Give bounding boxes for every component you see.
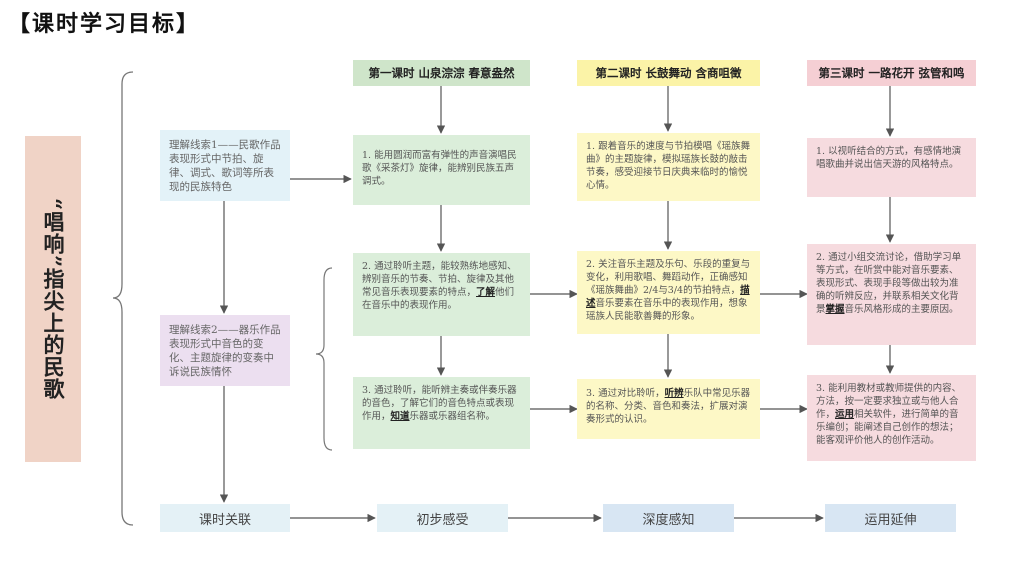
lesson3-header: 第三课时 一路花开 弦管和鸣 bbox=[807, 60, 976, 86]
lesson3-goal-3: 3. 能利用教材或教师提供的内容、方法，按一定要求独立或与他人合作，运用相关软件… bbox=[807, 375, 976, 461]
lesson2-header: 第二课时 长鼓舞动 含商咀徵 bbox=[577, 60, 760, 86]
lesson1-goal-3: 3. 通过聆听，能听辨主奏或伴奏乐器的音色，了解它们的音色特点或表现作用，知道乐… bbox=[353, 377, 530, 449]
goal-text: 2. 关注音乐主题及乐句、乐段的重复与变化，利用歌唱、舞蹈动作，正确感知《瑶族舞… bbox=[586, 259, 751, 296]
goal-text: 音乐要素在音乐中的表现作用，想象瑶族人民能歌善舞的形象。 bbox=[586, 298, 748, 322]
goal-text: 3. 能利用教材或教师提供的内容、方法，按一定要求独立或与他人合作， bbox=[816, 383, 962, 420]
stage-initial-feel: 初步感受 bbox=[377, 504, 508, 532]
inner-brace bbox=[315, 267, 333, 451]
goal-text: 2. 通过小组交流讨论，借助学习单等方式，在听赏中能对音乐要素、表现形式、表现手… bbox=[816, 252, 962, 315]
goal-text: 乐器或乐器组名称。 bbox=[409, 411, 496, 422]
theme-text: “唱响”指尖上的民歌 bbox=[41, 197, 66, 401]
lesson1-header: 第一课时 山泉淙淙 春意盎然 bbox=[353, 60, 530, 86]
key-verb: 描述 bbox=[586, 285, 750, 309]
lesson2-goal-1: 1. 跟着音乐的速度与节拍模唱《瑶族舞曲》的主题旋律，模拟瑶族长鼓的敲击节奏，感… bbox=[577, 133, 760, 201]
goal-text: 乐队中常见乐器的名称、分类、音色和奏法，扩展对演奏形式的认识。 bbox=[586, 388, 751, 425]
goal-text: 3. 通过聆听，能听辨主奏或伴奏乐器的音色，了解它们的音色特点或表现作用， bbox=[362, 385, 517, 422]
lesson3-goal-1: 1. 以视听结合的方式，有感情地演唱歌曲并说出信天游的风格特点。 bbox=[807, 138, 976, 197]
goal-text: 他们在音乐中的表现作用。 bbox=[362, 287, 515, 311]
key-verb: 听辨 bbox=[664, 388, 684, 399]
key-verb: 知道 bbox=[390, 411, 410, 422]
lesson2-goal-3: 3. 通过对比聆听，听辨乐队中常见乐器的名称、分类、音色和奏法，扩展对演奏形式的… bbox=[577, 379, 760, 439]
thread-2-box: 理解线索2——器乐作品表现形式中音色的变化、主题旋律的变奏中诉说民族情怀 bbox=[160, 315, 290, 386]
goal-text: 3. 通过对比聆听， bbox=[586, 388, 665, 399]
key-verb: 运用 bbox=[835, 409, 855, 420]
thread-1-box: 理解线索1——民歌作品表现形式中节拍、旋律、调式、歌词等所表现的民族特色 bbox=[160, 130, 290, 201]
stage-lesson-link: 课时关联 bbox=[160, 504, 290, 532]
lesson3-goal-2: 2. 通过小组交流讨论，借助学习单等方式，在听赏中能对音乐要素、表现形式、表现手… bbox=[807, 244, 976, 345]
stage-application: 运用延伸 bbox=[825, 504, 956, 532]
key-verb: 掌握 bbox=[825, 304, 845, 315]
lesson2-goal-2: 2. 关注音乐主题及乐句、乐段的重复与变化，利用歌唱、舞蹈动作，正确感知《瑶族舞… bbox=[577, 251, 760, 334]
lesson1-goal-2: 2. 通过聆听主题，能较熟练地感知、辨别音乐的节奏、节拍、旋律及其他常见音乐表现… bbox=[353, 253, 530, 336]
lesson1-goal-1: 1. 能用圆润而富有弹性的声音演唱民歌《采茶灯》旋律，能辨别民族五声调式。 bbox=[353, 135, 530, 205]
goal-text: 相关软件，进行简单的音乐编创；能阐述自己创作的想法；能客观评价他人的创作活动。 bbox=[816, 409, 959, 446]
goal-text: 音乐风格形成的主要原因。 bbox=[844, 304, 959, 315]
stage-deep-perception: 深度感知 bbox=[603, 504, 734, 532]
goal-text: 2. 通过聆听主题，能较熟练地感知、辨别音乐的节奏、节拍、旋律及其他常见音乐表现… bbox=[362, 261, 517, 298]
page-title: 【课时学习目标】 bbox=[8, 11, 201, 37]
left-brace bbox=[112, 71, 134, 526]
theme-block: “唱响”指尖上的民歌 bbox=[25, 136, 81, 462]
key-verb: 了解 bbox=[476, 287, 496, 298]
